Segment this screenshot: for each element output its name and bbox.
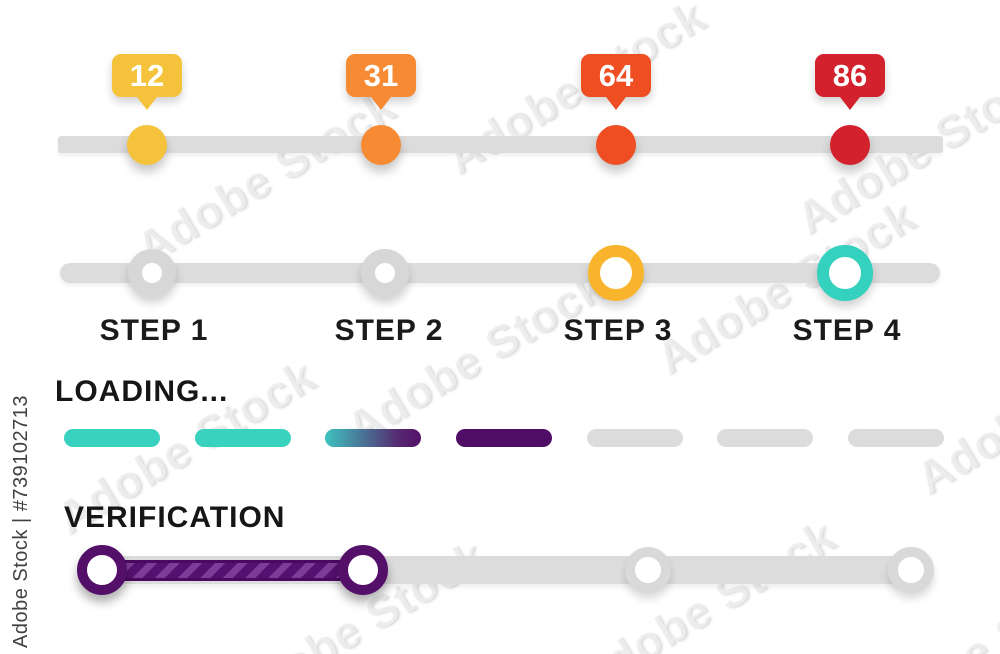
step-label-4: STEP 4 [792, 314, 902, 347]
value-badge-1: 12 [112, 54, 182, 97]
value-badge-4-text: 86 [832, 57, 868, 93]
loading-segment-1 [64, 429, 160, 447]
step-label-2: STEP 2 [334, 314, 444, 347]
loading-segment-5 [587, 429, 683, 447]
watermark-text: Adobe Stock [647, 189, 925, 385]
verification-milestone-3[interactable] [625, 547, 671, 593]
stepper-track [60, 263, 940, 283]
step-label-1: STEP 1 [99, 314, 209, 347]
watermark-text: Adobe Stock [127, 79, 405, 275]
slider-handle-1[interactable] [127, 125, 167, 165]
verification-progress-fill [102, 560, 363, 581]
watermark-side-label: Adobe Stock | #739102713 [10, 395, 32, 648]
verification-milestone-2[interactable] [338, 545, 388, 595]
slider-track[interactable] [58, 136, 943, 153]
step-circle-1[interactable] [128, 249, 176, 297]
slider-handle-4[interactable] [830, 125, 870, 165]
watermark-text: Adobe Stock [437, 0, 715, 185]
loading-segment-7 [848, 429, 944, 447]
verification-milestone-1[interactable] [77, 545, 127, 595]
step-label-3: STEP 3 [563, 314, 673, 347]
step-circle-4[interactable] [817, 245, 873, 301]
loading-segment-2 [195, 429, 291, 447]
loading-segment-4 [456, 429, 552, 447]
loading-segment-6 [717, 429, 813, 447]
value-badge-1-text: 12 [129, 57, 165, 93]
value-badge-2: 31 [346, 54, 416, 97]
slider-handle-3[interactable] [596, 125, 636, 165]
slider-handle-2[interactable] [361, 125, 401, 165]
watermark-text: Adobe Stock [907, 309, 1000, 505]
value-badge-4: 86 [815, 54, 885, 97]
step-circle-2[interactable] [361, 249, 409, 297]
step-circle-3[interactable] [588, 245, 644, 301]
verification-label: VERIFICATION [64, 501, 286, 534]
verification-milestone-4[interactable] [888, 547, 934, 593]
value-badge-2-text: 31 [363, 57, 399, 93]
loading-label: LOADING... [55, 375, 229, 408]
loading-segment-3 [325, 429, 421, 447]
value-badge-3: 64 [581, 54, 651, 97]
value-badge-3-text: 64 [598, 57, 634, 93]
